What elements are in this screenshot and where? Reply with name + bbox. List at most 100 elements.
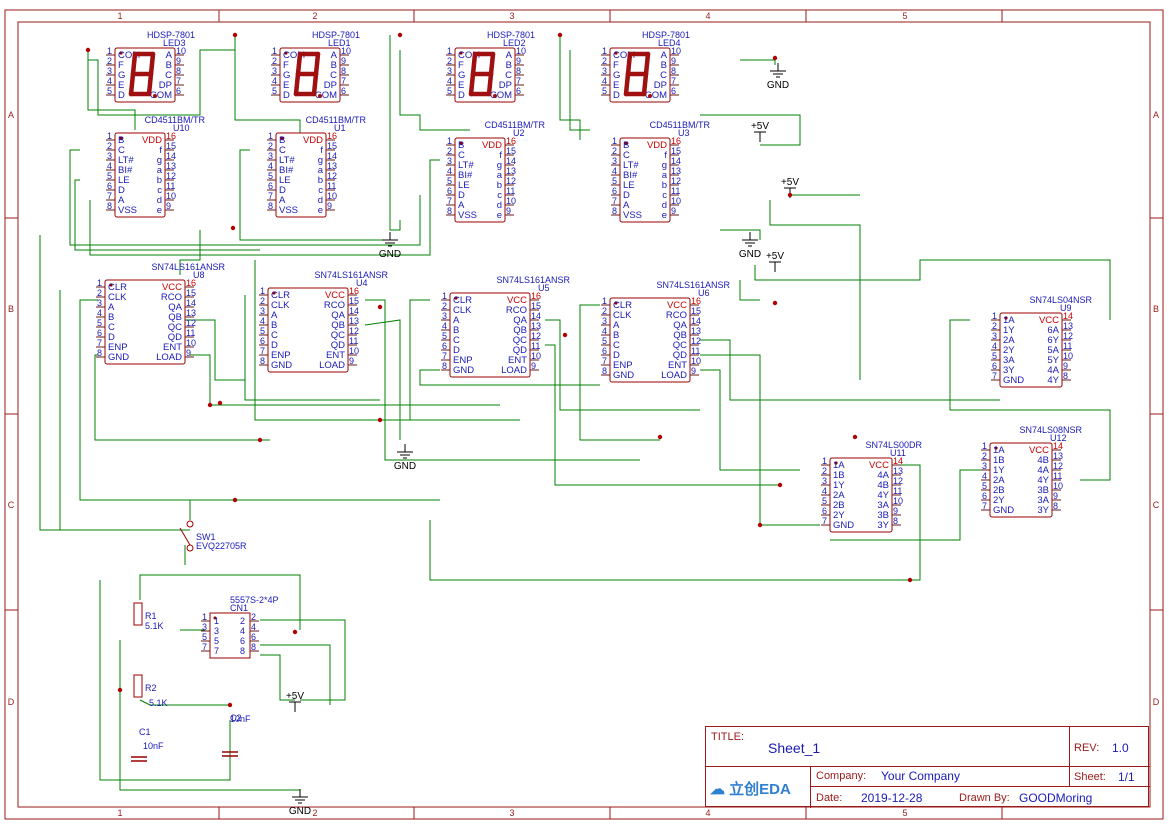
pin-number: 2 (107, 141, 112, 151)
pin-number: 4 (992, 341, 997, 351)
gnd-label: GND (289, 806, 311, 817)
junction-dot (787, 192, 793, 198)
pin-name: 5A (1047, 345, 1059, 356)
pin-name: A (506, 50, 513, 61)
pin-name: QD (673, 350, 687, 361)
part-number: HDSP-7801 (642, 30, 690, 40)
pin-number: 3 (272, 66, 277, 76)
ref-designator: U3 (678, 128, 690, 138)
col-label-top: 5 (902, 11, 907, 21)
pin-number: 1 (447, 136, 452, 146)
pin-number: 10 (516, 46, 526, 56)
pin-name: B (661, 60, 667, 71)
pin-name: f (159, 145, 162, 156)
pin-number: 2 (602, 56, 607, 66)
pin-number: 10 (671, 46, 681, 56)
pin-number: 12 (691, 336, 701, 346)
ref-designator: C2 (230, 713, 242, 723)
pin-name: ENT (163, 342, 182, 353)
pin-name: 1B (993, 455, 1005, 466)
pin-name: b (318, 175, 323, 186)
pin-name: GND (613, 370, 634, 381)
part-number: SN74LS161ANSR (151, 262, 225, 272)
gnd-label: GND (394, 461, 416, 472)
pin-name: g (662, 160, 667, 171)
part-number: CD4511BM/TR (650, 120, 711, 130)
date-value: 2019-12-28 (861, 791, 923, 805)
pin-name: 4 (240, 626, 245, 636)
pin1-dot (834, 461, 838, 465)
junction-dot (377, 304, 383, 310)
pin-number: 9 (166, 201, 171, 211)
pin-number: 7 (822, 516, 827, 526)
pin-name: d (662, 200, 667, 211)
pin-number: 10 (341, 46, 351, 56)
pin-name: VCC (869, 460, 889, 471)
pin-name: 2Y (833, 510, 845, 521)
pin-number: 5 (447, 86, 452, 96)
pin-name: 3Y (877, 520, 889, 531)
pin-number: 16 (671, 136, 681, 146)
pin-number: 2 (982, 451, 987, 461)
resistor-R1: R15.1K (133, 602, 164, 631)
pin-number: 11 (506, 186, 515, 196)
pin-number: 4 (97, 308, 102, 318)
pin-number: 14 (349, 306, 359, 316)
pin-name: F (118, 60, 124, 71)
pin1-dot (109, 283, 113, 287)
pin-name: E (283, 80, 289, 91)
pin-number: 2 (260, 296, 265, 306)
pin-number: 2 (447, 56, 452, 66)
part-number: SN74LS04NSR (1029, 295, 1092, 305)
pin-name: D (453, 345, 460, 356)
pin-number: 12 (166, 171, 176, 181)
col-label-bottom: 4 (705, 808, 710, 818)
pin-number: 3 (602, 66, 607, 76)
pin-name: e (497, 210, 502, 221)
pin-number: 16 (531, 291, 541, 301)
pin-name: CLR (613, 300, 632, 311)
pin-number: 1 (442, 291, 447, 301)
pin-number: 14 (186, 298, 196, 308)
pin-name: 1Y (993, 465, 1005, 476)
pin-number: 9 (176, 56, 181, 66)
pin-name: 1B (833, 470, 845, 481)
pin-number: 14 (1053, 441, 1063, 451)
pin-number: 4 (612, 166, 617, 176)
junction-dot (292, 629, 298, 635)
row-label-right: C (1153, 500, 1160, 510)
display-segment (148, 51, 156, 77)
pin-name: 6Y (1047, 335, 1059, 346)
pin-number: 8 (107, 201, 112, 211)
pin-number: 10 (691, 356, 701, 366)
pin-number: 16 (691, 296, 701, 306)
pin-number: 13 (1063, 321, 1073, 331)
ref-designator: R2 (145, 683, 157, 693)
pin-name: CLK (613, 310, 632, 321)
pin-number: 6 (442, 341, 447, 351)
part-number: EVQ22705R (196, 541, 247, 551)
pin-number: 16 (327, 131, 337, 141)
resistor-value: 5.1K (149, 698, 168, 708)
pin-number: 7 (982, 501, 987, 511)
pin-name: B (331, 60, 337, 71)
pin-number: 6 (992, 361, 997, 371)
pin-name: LT# (279, 155, 295, 166)
pin1-dot (994, 446, 998, 450)
pin-number: 3 (822, 476, 827, 486)
junction-dot (257, 437, 263, 443)
pin-number: 3 (447, 156, 452, 166)
decoder-U10-body (114, 132, 166, 218)
pin-number: 7 (176, 76, 181, 86)
drawn-value: GOODMoring (1019, 791, 1093, 805)
row-label-left: C (8, 500, 15, 510)
wire-network (39, 35, 1111, 791)
pin-name: QC (331, 330, 345, 341)
ref-designator: LED1 (328, 38, 351, 48)
pin-name: B (453, 325, 459, 336)
pin-number: 5 (612, 176, 617, 186)
pin-number: 15 (691, 306, 701, 316)
